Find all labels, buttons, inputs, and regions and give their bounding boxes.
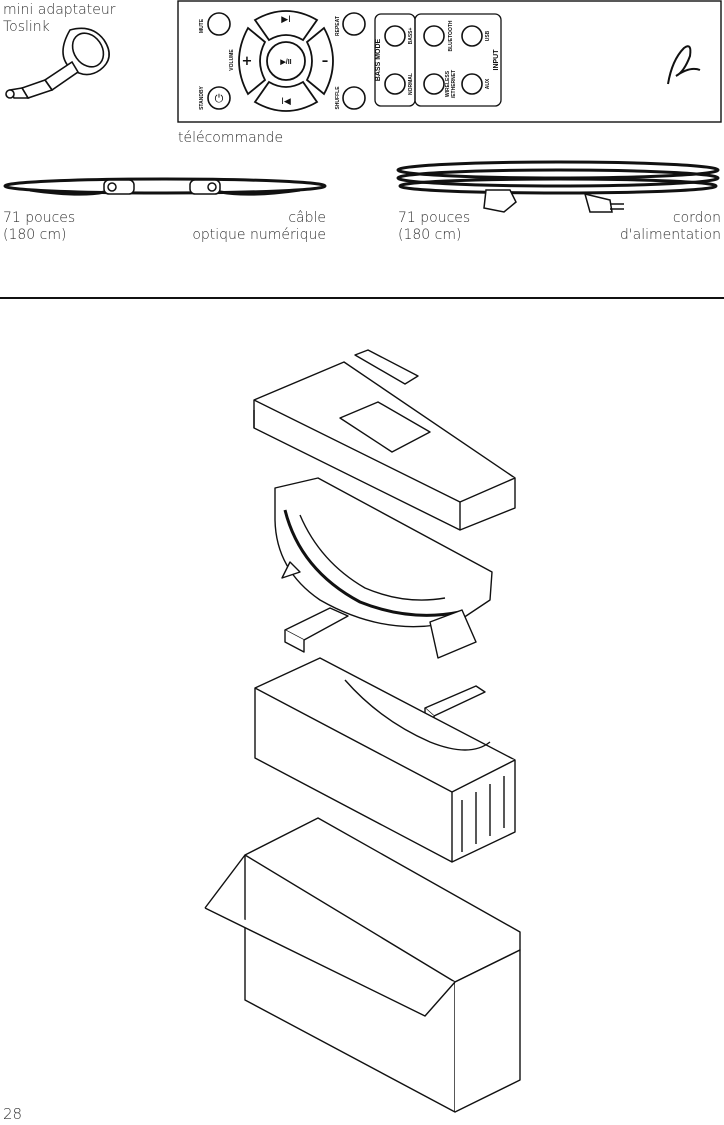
adapter-label: mini adaptateur Toslink [3,2,115,36]
standby-text: STANDBY [199,85,205,109]
usb-text: USB [485,30,491,41]
normal-text: NORMAL [408,73,414,95]
optical-cable-length-in: 71 pouces [3,210,76,226]
direction-pad [238,10,334,112]
power-cord-name-line2: d'alimentation [619,227,721,243]
packed-remote [354,349,419,385]
brand-logo-icon [667,45,701,85]
remote-caption: télécommande [178,130,284,146]
play-pause-text: ▶/II [279,59,291,66]
wireless-text2: /ETHERNET [451,70,457,98]
svg-text:I◀: I◀ [281,97,291,107]
svg-text:▶I: ▶I [281,15,291,25]
input-text: INPUT [493,49,500,71]
power-cord-length-cm: (180 cm) [398,227,462,243]
aux-text: AUX [485,78,491,89]
mute-text: MUTE [199,18,205,33]
repeat-text: REPEAT [335,16,341,36]
power-cord-name: cordon d'alimentation [560,210,721,244]
bluetooth-button [423,25,445,47]
shuffle-text: SHUFFLE [335,86,341,110]
optical-cable-length: 71 pouces (180 cm) [3,210,75,244]
minus-text: – [322,54,329,69]
power-cord-length-in: 71 pouces [398,210,471,226]
remote-control-illustration: MUTE ⏻ STANDBY VOLUME ▶I I◀ ▶/II + – REP… [177,0,722,123]
adapter-label-line2: Toslink [3,19,50,35]
shuffle-button [342,86,366,110]
toslink-adapter-illustration [5,27,110,99]
usb-button [461,25,483,47]
plus-text: + [242,54,253,69]
cables-illustration [3,160,720,213]
mute-button [207,12,231,36]
packaging-exploded-view-illustration [204,349,521,1113]
bass-plus-button [384,25,406,47]
page-number: 28 [3,1105,23,1123]
repeat-button [342,12,366,36]
bluetooth-text: BLUETOOTH [448,20,454,51]
section-divider [0,297,724,299]
optical-cable-length-cm: (180 cm) [3,227,67,243]
optical-cable-name-line2: optique numérique [192,227,326,243]
adapter-label-line1: mini adaptateur [3,2,116,18]
power-cord-length: 71 pouces (180 cm) [398,210,470,244]
wireless-text1: WIRELESS [445,70,451,97]
power-cord-name-line1: cordon [672,210,721,226]
standby-button [207,86,231,110]
svg-text:⏻: ⏻ [215,92,224,105]
wireless-button [423,73,445,95]
optical-cable-name-line1: câble [288,210,326,226]
volume-text: VOLUME [229,49,235,71]
normal-button [384,73,406,95]
bass-mode-text: BASS MODE [375,38,382,81]
bass-plus-text: BASS+ [408,28,414,45]
optical-cable-name: câble optique numérique [150,210,326,244]
aux-button [461,73,483,95]
